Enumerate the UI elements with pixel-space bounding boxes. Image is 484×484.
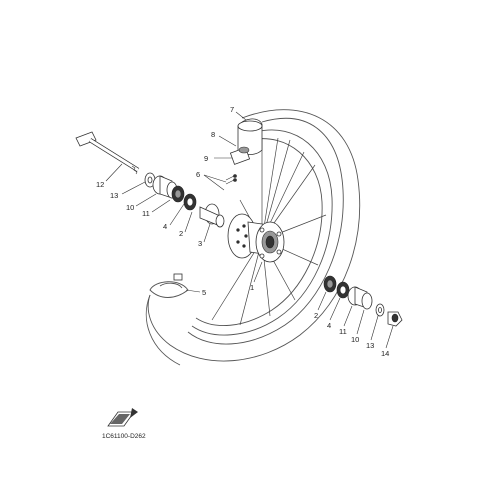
inner-tube xyxy=(149,273,189,298)
label-9: 9 xyxy=(204,154,208,163)
label-1: 1 xyxy=(250,283,254,292)
label-2-left: 2 xyxy=(179,229,183,238)
label-7: 7 xyxy=(230,105,234,114)
rim xyxy=(191,129,333,336)
label-5: 5 xyxy=(202,288,206,297)
label-6: 6 xyxy=(196,170,200,179)
label-8: 8 xyxy=(211,130,215,139)
label-11-right: 11 xyxy=(339,327,347,336)
tire xyxy=(145,109,361,366)
left-spacer-parts xyxy=(144,172,237,228)
leader-lines xyxy=(105,111,394,349)
valve-assembly xyxy=(229,118,263,165)
fwd-arrow-icon xyxy=(107,408,138,427)
diagram-code: 1C61100-D262 xyxy=(102,433,146,440)
label-13-left: 13 xyxy=(110,191,118,200)
label-10-right: 10 xyxy=(351,335,359,344)
hub xyxy=(227,213,285,263)
label-13-right: 13 xyxy=(366,341,374,350)
label-10-left: 10 xyxy=(126,203,134,212)
label-3: 3 xyxy=(198,239,202,248)
label-14: 14 xyxy=(381,349,389,358)
label-12: 12 xyxy=(96,180,104,189)
right-spacer-parts xyxy=(323,275,403,327)
label-4-right: 4 xyxy=(327,321,331,330)
label-2-right: 2 xyxy=(314,311,318,320)
axle xyxy=(75,131,140,175)
label-4-left: 4 xyxy=(163,222,167,231)
label-11-left: 11 xyxy=(142,209,150,218)
